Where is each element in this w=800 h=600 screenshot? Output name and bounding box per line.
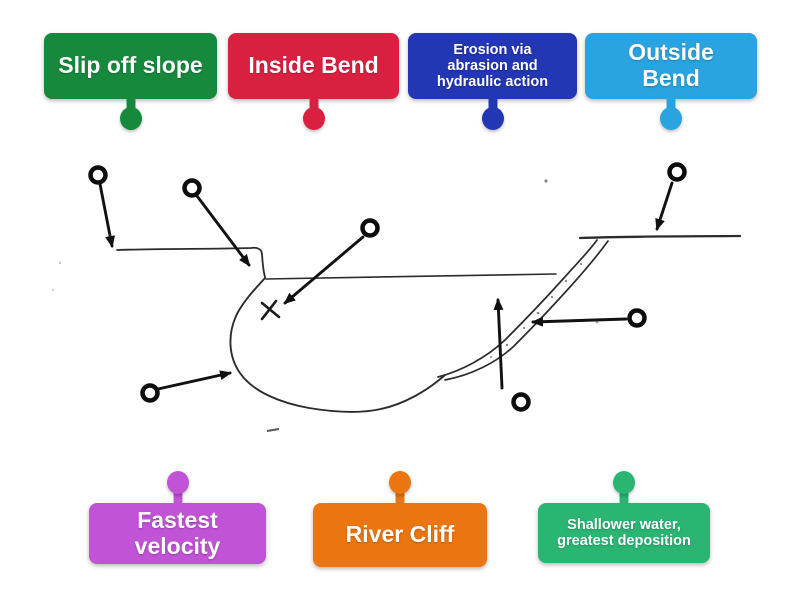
pin-dot (302, 107, 325, 130)
sketch-specks (51, 179, 599, 432)
label-slip-off-slope[interactable]: Slip off slope (44, 33, 217, 130)
river-cliff-inner-line (444, 240, 609, 381)
pin-stem (309, 96, 318, 112)
water-surface-line (265, 273, 557, 280)
label-text: Erosion via abrasion and hydraulic actio… (436, 41, 549, 91)
river-cliff-outer-line (437, 239, 598, 378)
pin-dot (166, 471, 189, 494)
label-shallower-water-deposition[interactable]: Shallower water, greatest deposition (538, 471, 710, 563)
x-mark (260, 299, 281, 321)
target-marker[interactable] (667, 162, 687, 182)
target-marker[interactable] (627, 308, 647, 328)
left-bank-surface-line (116, 246, 266, 278)
pointer-arrow (493, 298, 504, 390)
pointer-arrow (195, 194, 251, 267)
pointer-arrow (283, 235, 365, 305)
pin-stem (488, 96, 497, 112)
pin-dot (119, 107, 142, 130)
label-text: Outside Bend (628, 39, 714, 91)
pointer-arrows (98, 181, 674, 391)
label-fastest-velocity[interactable]: Fastest velocity (89, 471, 266, 564)
pointer-arrow (98, 182, 116, 248)
pointer-arrow (531, 316, 628, 327)
label-text: Inside Bend (248, 52, 379, 79)
label-text: Fastest velocity (134, 506, 221, 559)
target-marker[interactable] (140, 383, 160, 403)
label-text: Shallower water, greatest deposition (557, 516, 691, 549)
pointer-arrow (655, 181, 674, 231)
target-marker[interactable] (88, 165, 108, 185)
pin-stem (666, 96, 676, 112)
label-river-cliff[interactable]: River Cliff (313, 471, 487, 567)
target-marker[interactable] (360, 218, 380, 238)
target-markers (88, 162, 687, 412)
pin-stem (173, 490, 182, 506)
sketch-lines (116, 234, 742, 413)
target-marker[interactable] (182, 178, 202, 198)
label-outside-bend[interactable]: Outside Bend (585, 33, 757, 130)
channel-bed-curve (229, 277, 446, 413)
pin-stem (126, 96, 135, 112)
label-erosion-abrasion-hydraulic[interactable]: Erosion via abrasion and hydraulic actio… (408, 33, 577, 130)
pin-dot (613, 471, 635, 494)
label-text: Slip off slope (58, 52, 203, 79)
pin-stem (619, 490, 629, 506)
target-marker[interactable] (511, 392, 531, 412)
pointer-arrow (156, 370, 232, 391)
pin-dot (481, 107, 504, 130)
label-inside-bend[interactable]: Inside Bend (228, 33, 399, 130)
pin-dot (389, 471, 411, 494)
pin-stem (395, 490, 405, 506)
right-bank-surface-line (578, 234, 742, 240)
pin-dot (660, 107, 682, 130)
label-text: River Cliff (345, 521, 455, 548)
